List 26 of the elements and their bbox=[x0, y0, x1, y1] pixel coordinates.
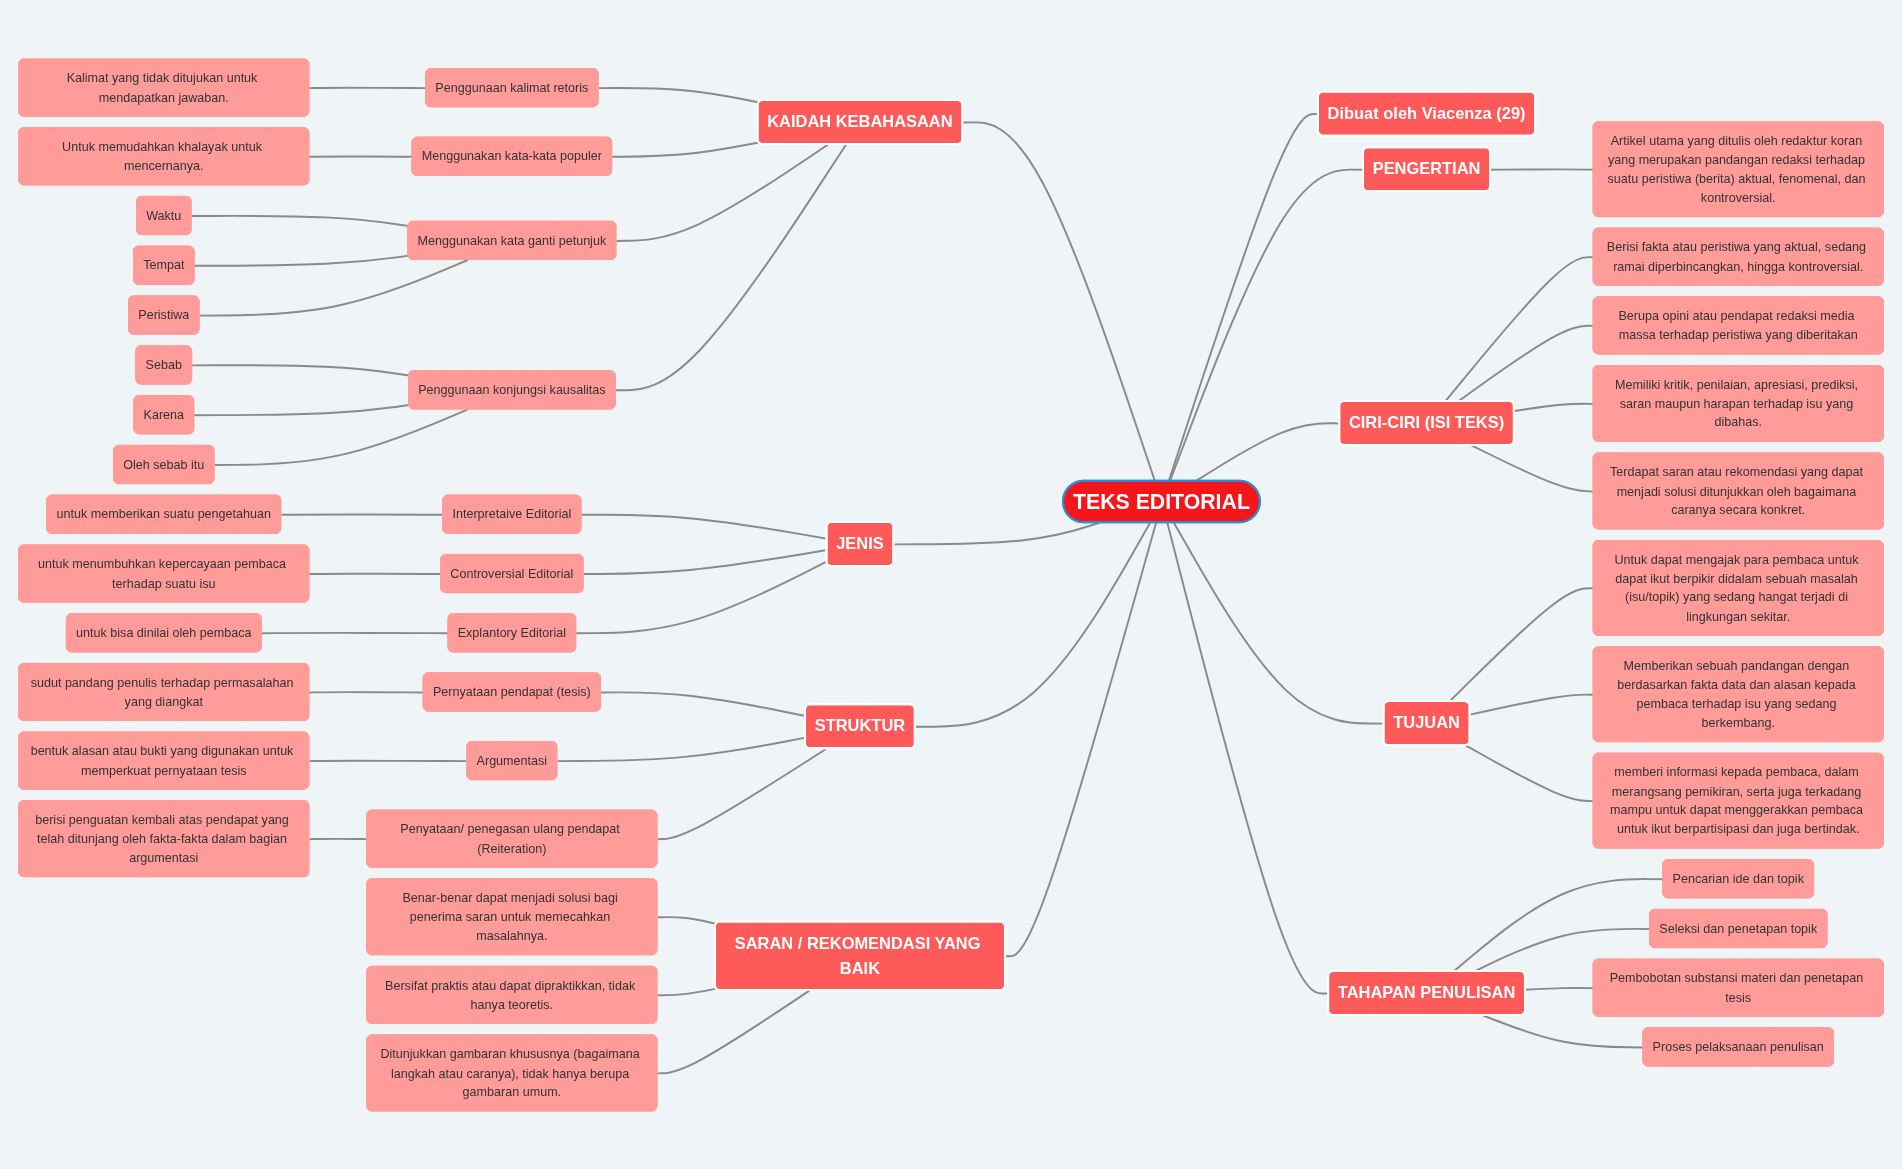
connector bbox=[260, 631, 450, 634]
connector bbox=[308, 690, 425, 693]
connector bbox=[1513, 402, 1595, 412]
connector bbox=[614, 143, 848, 391]
connector bbox=[193, 254, 410, 267]
connector bbox=[1524, 986, 1595, 991]
connector bbox=[656, 915, 718, 925]
connector bbox=[308, 155, 414, 158]
connector bbox=[656, 989, 811, 1074]
connector bbox=[213, 407, 469, 466]
connector bbox=[198, 258, 469, 317]
connector bbox=[1470, 443, 1595, 492]
connector bbox=[656, 987, 718, 996]
connector bbox=[190, 214, 410, 227]
connector bbox=[1469, 693, 1595, 716]
connector bbox=[656, 747, 828, 840]
connector bbox=[914, 521, 1152, 728]
connector bbox=[1465, 744, 1595, 802]
connector bbox=[611, 141, 760, 158]
connector bbox=[1444, 255, 1595, 402]
connector bbox=[1004, 521, 1158, 957]
connector bbox=[191, 363, 410, 376]
connector bbox=[1457, 324, 1595, 402]
connector bbox=[575, 560, 828, 634]
connector bbox=[193, 403, 410, 416]
connector bbox=[615, 143, 830, 242]
